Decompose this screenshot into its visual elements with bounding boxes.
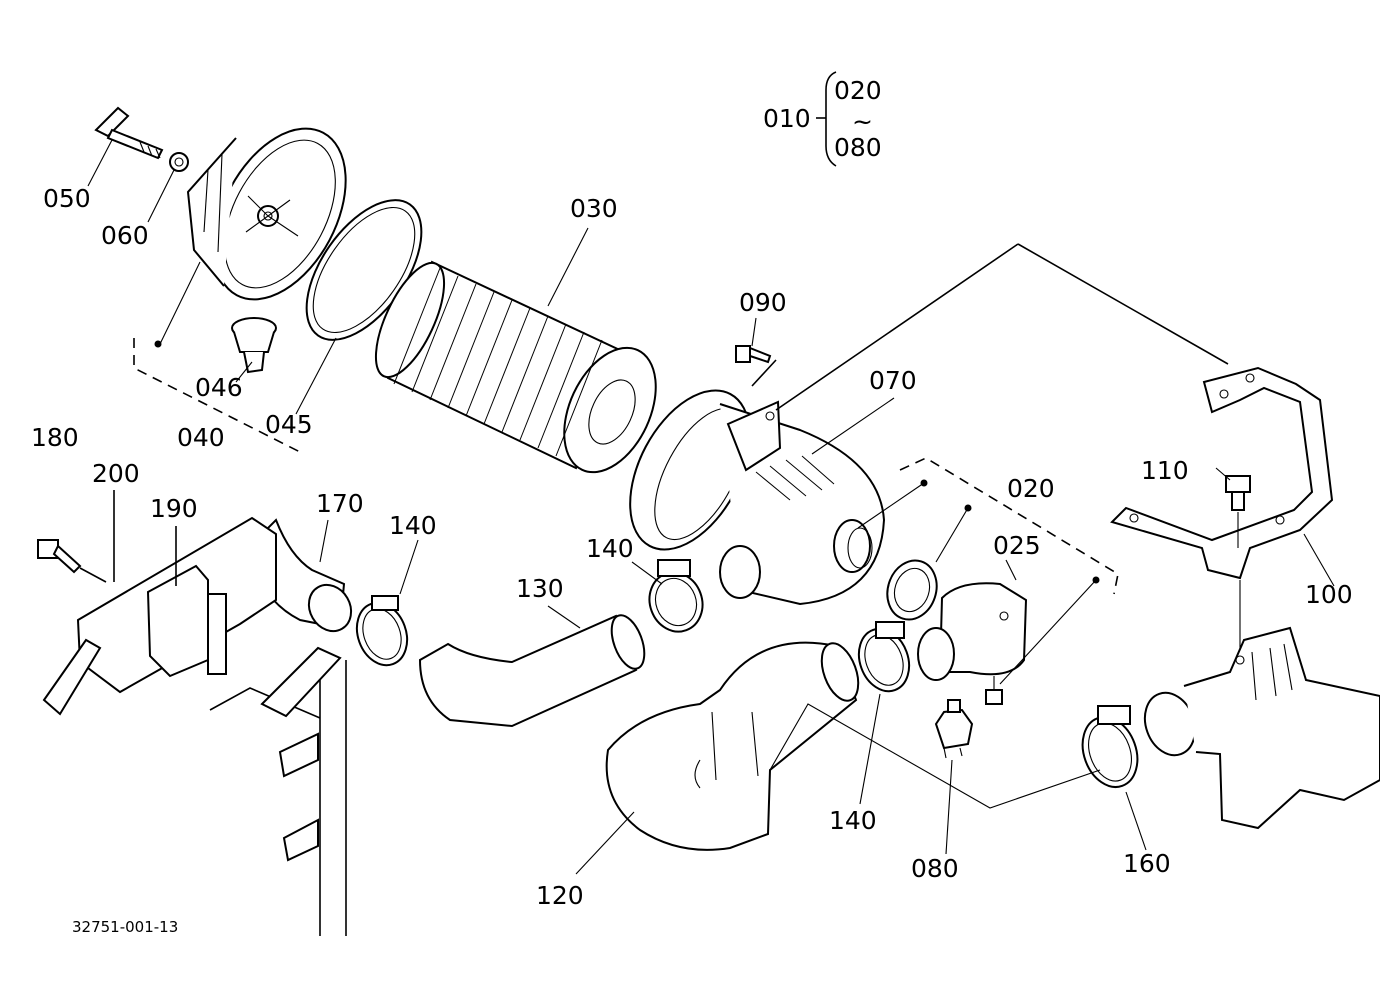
label-110: 110 — [1141, 456, 1189, 485]
label-140-right: 140 — [829, 806, 877, 835]
label-200: 200 — [92, 459, 140, 488]
label-180: 180 — [31, 423, 79, 452]
rubber-ring — [886, 559, 938, 621]
label-080-range-end: 080 — [834, 133, 882, 162]
label-010: 010 — [763, 104, 811, 133]
pipe-group-bracket — [899, 457, 1119, 595]
label-170: 170 — [316, 489, 364, 518]
wing-bolt — [94, 106, 164, 160]
bolt-090 — [735, 345, 772, 364]
cover-group-bracket — [133, 338, 301, 453]
sensor-080 — [934, 699, 974, 759]
hose-130 — [418, 614, 646, 728]
label-140-left: 140 — [389, 511, 437, 540]
hose-120 — [605, 641, 860, 851]
label-130: 130 — [516, 574, 564, 603]
mounting-bracket — [1110, 366, 1334, 580]
clamp-140-right — [857, 621, 911, 693]
air-cleaner-cover — [186, 127, 347, 301]
label-025: 025 — [993, 531, 1041, 560]
intake-pipe — [917, 582, 1028, 681]
label-070: 070 — [869, 366, 917, 395]
label-090: 090 — [739, 288, 787, 317]
label-100: 100 — [1305, 580, 1353, 609]
label-range-tilde: ~ — [852, 107, 873, 136]
label-140-middle: 140 — [586, 534, 634, 563]
clamp-160 — [1081, 705, 1139, 788]
mounting-panel — [42, 516, 277, 716]
bolt-180 — [37, 539, 82, 574]
frame-rails — [209, 646, 347, 936]
callout-labels: 010 020 ~ 080 020 025 030 040 045 046 05… — [31, 76, 1353, 936]
engine-intake — [1143, 626, 1380, 830]
label-160: 160 — [1123, 849, 1171, 878]
valve-046 — [231, 317, 277, 374]
label-046: 046 — [195, 373, 243, 402]
clamp-140-middle — [648, 559, 704, 633]
label-080: 080 — [911, 854, 959, 883]
washer — [169, 152, 189, 172]
label-050: 050 — [43, 184, 91, 213]
filter-element — [374, 260, 657, 474]
drawing-code: 32751-001-13 — [72, 918, 178, 936]
screw-025 — [985, 676, 1003, 705]
clamp-140-left — [355, 595, 409, 667]
label-190: 190 — [150, 494, 198, 523]
bolt-110 — [1225, 475, 1251, 511]
air-cleaner-housing — [629, 389, 886, 606]
label-060: 060 — [101, 221, 149, 250]
leader-lines — [87, 139, 1335, 875]
label-040: 040 — [177, 423, 225, 452]
label-020: 020 — [1007, 474, 1055, 503]
label-020-range-start: 020 — [834, 76, 882, 105]
label-030: 030 — [570, 194, 618, 223]
label-045: 045 — [265, 410, 313, 439]
assembly-bracket — [816, 71, 837, 167]
label-120: 120 — [536, 881, 584, 910]
